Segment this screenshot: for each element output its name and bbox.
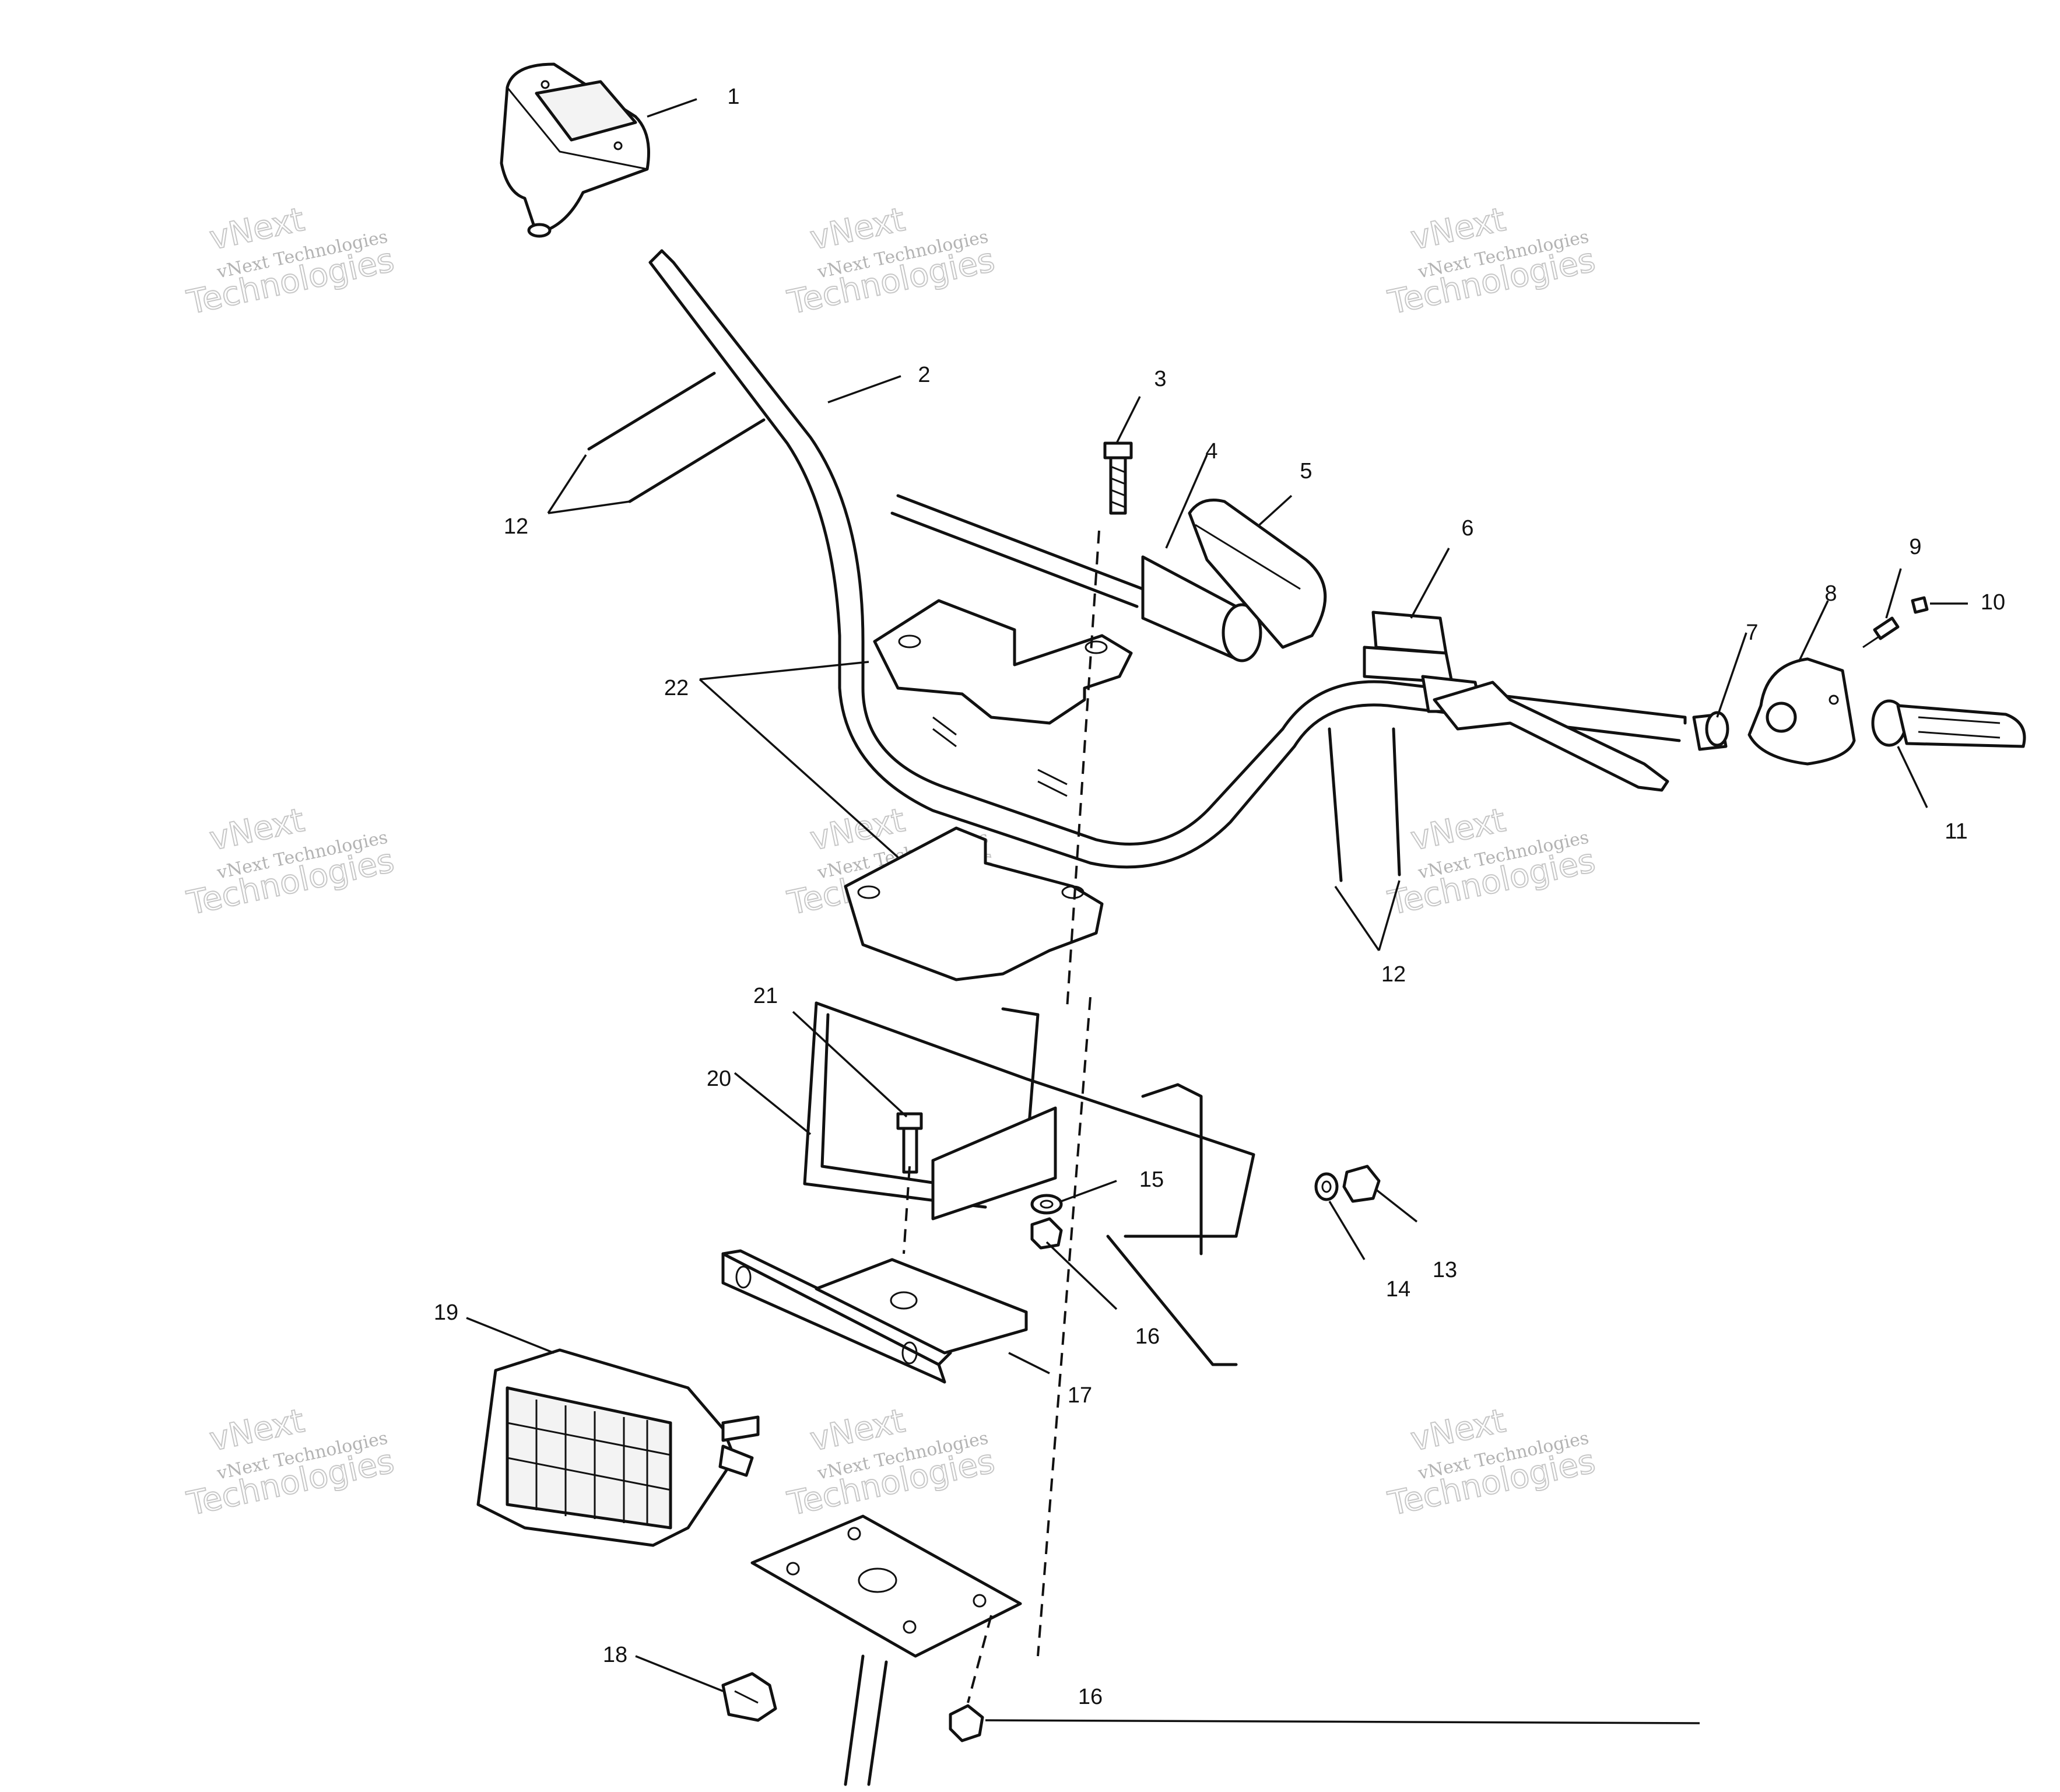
- part-bracket-bolt: [896, 1112, 923, 1174]
- callout-19: 19: [434, 1300, 458, 1325]
- callout-20: 20: [707, 1067, 731, 1091]
- part-lower-clamp: [844, 826, 1104, 981]
- callout-8: 8: [1824, 581, 1837, 606]
- part-lower-plate: [750, 1514, 1022, 1786]
- part-brake-lines: [587, 371, 1401, 882]
- callout-15: 15: [1139, 1167, 1164, 1192]
- part-washer: [1030, 1194, 1063, 1215]
- part-headlight: [476, 1348, 760, 1547]
- callout-14: 14: [1386, 1277, 1410, 1302]
- watermark: vNext vNext Technologies Technologies: [183, 1401, 398, 1524]
- part-screw: [1862, 616, 1900, 648]
- watermark: vNext vNext Technologies Technologies: [1384, 801, 1599, 923]
- callout-2: 2: [918, 363, 930, 387]
- part-nut-lower: [949, 1704, 984, 1742]
- watermark: vNext vNext Technologies Technologies: [784, 200, 998, 322]
- leader-lines: [466, 98, 1968, 1724]
- callout-17: 17: [1068, 1383, 1092, 1408]
- part-nut-right: [1342, 1165, 1381, 1203]
- part-grip: [1871, 699, 2026, 748]
- assembly-centerlines: [903, 530, 1100, 1703]
- callout-18: 18: [603, 1643, 627, 1667]
- watermark: vNext vNext Technologies Technologies: [784, 1401, 998, 1524]
- callout-12-left: 12: [504, 514, 528, 539]
- callout-4: 4: [1205, 439, 1217, 464]
- callout-16-upper: 16: [1135, 1324, 1160, 1349]
- callout-labels: 1 2 3 4 5 6 7 8 9 10 11 12 12 13 14 15 1…: [434, 85, 2005, 1709]
- part-bolt: [1103, 441, 1133, 515]
- part-cap-screw: [1911, 596, 1929, 614]
- watermark: vNext vNext Technologies Technologies: [183, 200, 398, 322]
- part-throttle-housing: [1747, 657, 1856, 766]
- part-mounting-plate: [721, 1249, 1028, 1384]
- callout-3: 3: [1154, 367, 1166, 391]
- callout-16-lower: 16: [1078, 1685, 1103, 1709]
- part-headlight-bracket: [803, 1001, 1255, 1366]
- callout-6: 6: [1461, 516, 1473, 541]
- part-washer-right: [1314, 1172, 1339, 1201]
- part-throttle-washer: [1692, 711, 1729, 751]
- callout-5: 5: [1300, 459, 1312, 483]
- callout-13: 13: [1433, 1258, 1457, 1282]
- callout-21: 21: [753, 984, 778, 1008]
- part-handlebar-cover: [500, 62, 650, 238]
- part-crossbar-pad: [1141, 555, 1262, 662]
- callout-1: 1: [727, 85, 739, 109]
- part-handlebar: [648, 249, 1687, 869]
- part-pad-cover: [1188, 499, 1327, 649]
- callout-12-right: 12: [1381, 962, 1406, 987]
- callout-10: 10: [1981, 590, 2005, 615]
- part-clip: [721, 1672, 777, 1722]
- callout-9: 9: [1909, 535, 1921, 559]
- callout-11: 11: [1945, 819, 1967, 844]
- watermark: vNext vNext Technologies Technologies: [183, 801, 398, 923]
- watermark: vNext vNext Technologies Technologies: [1384, 1401, 1599, 1524]
- callout-22: 22: [664, 676, 689, 700]
- part-brake-lever: [1433, 681, 1669, 792]
- callout-7: 7: [1746, 620, 1758, 645]
- watermark: vNext vNext Technologies Technologies: [1384, 200, 1599, 322]
- part-upper-clamp: [873, 599, 1133, 725]
- part-nut-upper: [1030, 1217, 1063, 1250]
